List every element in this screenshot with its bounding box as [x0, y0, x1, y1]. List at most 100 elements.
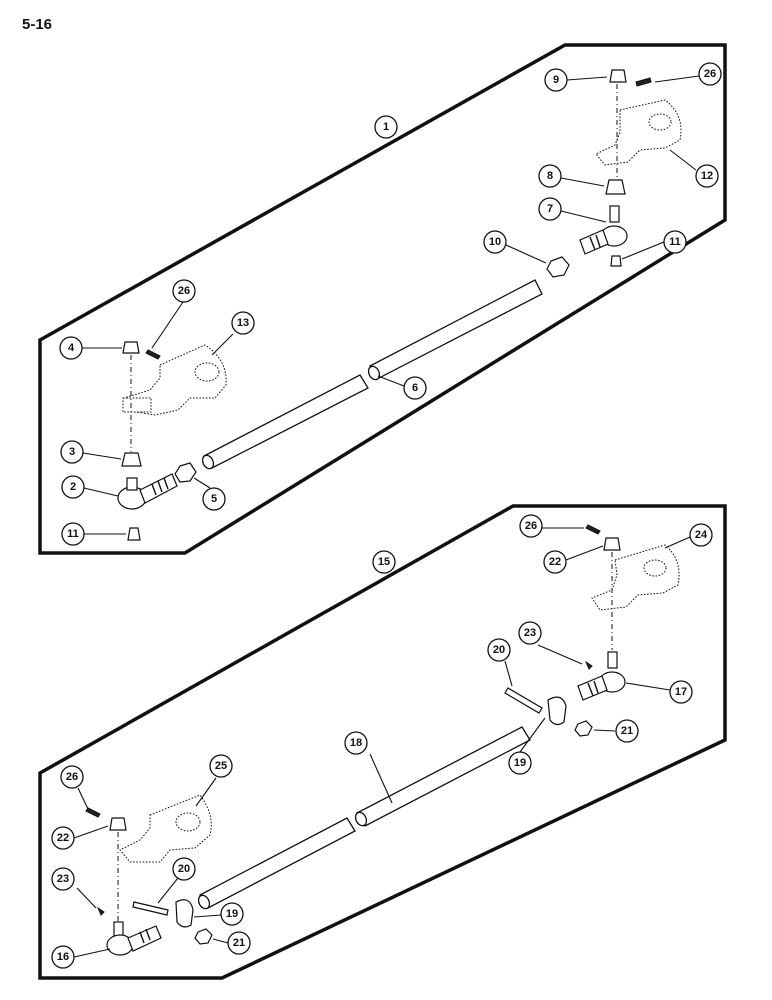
callout-16: 16 [51, 945, 75, 969]
clamp-19-left [175, 899, 194, 928]
steering-arm-12 [595, 99, 682, 166]
callout-22: 22 [51, 826, 75, 850]
callout-11: 11 [61, 522, 85, 546]
svg-text:11: 11 [67, 528, 79, 540]
svg-text:21: 21 [233, 937, 245, 949]
tie-rod-tube-6 [201, 279, 543, 470]
callout-11: 11 [663, 230, 687, 254]
callout-2: 2 [61, 475, 85, 499]
callout-12: 12 [695, 164, 719, 188]
seal-8 [605, 179, 626, 195]
callout-26: 26 [60, 765, 84, 789]
cotter-pin-26-upper-right [635, 77, 652, 87]
callout-20: 20 [487, 638, 511, 662]
svg-text:10: 10 [489, 236, 501, 248]
svg-text:18: 18 [350, 737, 362, 749]
steering-arm-24 [591, 544, 680, 611]
svg-text:15: 15 [378, 556, 390, 568]
steering-arm-13 [122, 344, 227, 416]
callout-5: 5 [202, 487, 226, 511]
svg-text:6: 6 [412, 382, 418, 394]
callout-13: 13 [231, 311, 255, 335]
callout-26: 26 [519, 514, 543, 538]
steering-arm-25 [119, 794, 212, 863]
callout-8: 8 [538, 164, 562, 188]
svg-text:1: 1 [383, 121, 389, 133]
callout-6: 6 [403, 376, 427, 400]
svg-text:5: 5 [211, 493, 217, 505]
cotter-pin-26-lower-left [85, 807, 101, 818]
svg-text:3: 3 [69, 446, 75, 458]
bolt-20-right [504, 687, 543, 714]
leader-lines [73, 75, 700, 958]
callout-24: 24 [689, 523, 713, 547]
svg-text:22: 22 [549, 556, 561, 568]
svg-text:13: 13 [237, 317, 249, 329]
page-number: 5-16 [22, 16, 53, 33]
svg-text:9: 9 [553, 74, 559, 86]
nut-21-left [194, 928, 213, 945]
callout-7: 7 [538, 197, 562, 221]
svg-text:26: 26 [66, 771, 78, 783]
svg-text:26: 26 [525, 520, 537, 532]
callout-26: 26 [172, 279, 196, 303]
callout-18: 18 [344, 731, 368, 755]
tie-rod-end-7 [579, 205, 628, 255]
callout-25: 25 [209, 754, 233, 778]
tie-rod-end-16 [106, 921, 162, 956]
callout-4: 4 [59, 336, 83, 360]
callout-22: 22 [543, 550, 567, 574]
grease-fitting-23-left [96, 906, 105, 916]
svg-text:7: 7 [547, 203, 553, 215]
svg-text:22: 22 [57, 832, 69, 844]
callout-19: 19 [220, 902, 244, 926]
svg-text:19: 19 [226, 908, 238, 920]
castle-nut-22-left [109, 817, 127, 831]
grease-fitting-23-right [584, 660, 593, 670]
callout-23: 23 [51, 867, 75, 891]
svg-text:8: 8 [547, 170, 553, 182]
callout-15: 15 [372, 550, 396, 574]
upper-assembly-panel [38, 43, 727, 555]
callout-3: 3 [60, 440, 84, 464]
castle-nut-4 [122, 341, 140, 354]
tie-rod-tube-18 [197, 726, 531, 910]
callout-17: 17 [669, 680, 693, 704]
callout-21: 21 [615, 719, 639, 743]
svg-text:20: 20 [493, 644, 505, 656]
callout-26: 26 [698, 62, 722, 86]
svg-text:24: 24 [695, 529, 708, 541]
svg-text:23: 23 [524, 627, 536, 639]
svg-text:26: 26 [178, 285, 190, 297]
cotter-pin-26-lower-right [585, 524, 601, 535]
callout-9: 9 [544, 68, 568, 92]
callout-23: 23 [518, 621, 542, 645]
grease-fitting-11-right [610, 255, 622, 267]
svg-text:20: 20 [178, 863, 190, 875]
seal-3 [121, 452, 142, 467]
nut-21-right [574, 720, 593, 737]
jam-nut-10 [546, 256, 570, 278]
clamp-19-right [547, 696, 567, 726]
tie-rod-end-17 [577, 651, 626, 701]
castle-nut-22-right [603, 537, 621, 551]
svg-text:21: 21 [621, 725, 633, 737]
svg-text:17: 17 [675, 686, 687, 698]
castle-nut-9 [609, 69, 627, 83]
svg-text:16: 16 [57, 951, 69, 963]
svg-text:11: 11 [669, 236, 681, 248]
svg-text:23: 23 [57, 873, 69, 885]
callout-1: 1 [374, 115, 398, 139]
callout-21: 21 [227, 931, 251, 955]
callout-19: 19 [508, 751, 532, 775]
svg-text:2: 2 [70, 481, 76, 493]
callout-10: 10 [483, 230, 507, 254]
svg-text:4: 4 [68, 342, 75, 354]
jam-nut-5 [174, 462, 197, 483]
svg-text:26: 26 [704, 68, 716, 80]
lower-assembly-panel [38, 504, 727, 980]
bolt-20-left [132, 901, 169, 916]
cotter-pin-26-upper-left [145, 349, 161, 360]
svg-text:12: 12 [701, 170, 713, 182]
